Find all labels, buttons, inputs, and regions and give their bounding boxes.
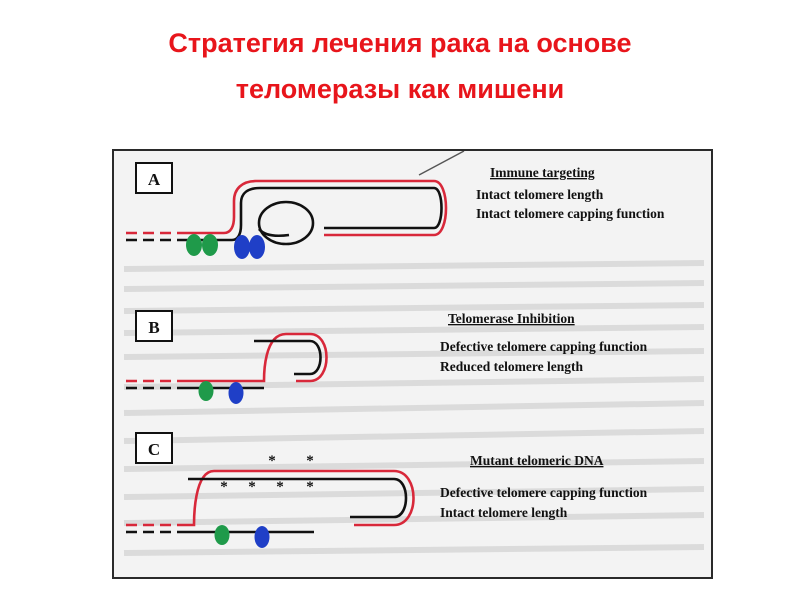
panel-c-label: C <box>135 432 173 464</box>
panel-a-proteins <box>186 234 265 259</box>
panel-c-heading: Mutant telomeric DNA <box>470 453 604 468</box>
panel-a-line-2: Intact telomere capping function <box>476 206 665 221</box>
mutation-marker: * <box>306 479 314 495</box>
mutation-marker: * <box>276 479 284 495</box>
panel-c-line-2: Intact telomere length <box>440 505 568 520</box>
mutation-marker: * <box>268 453 276 469</box>
panel-c-proteins <box>214 525 270 548</box>
shelterin-protein-blue <box>254 526 270 548</box>
slide-title-line-1: Стратегия лечения рака на основе <box>168 28 632 58</box>
mutation-marker: * <box>306 453 314 469</box>
panel-c-telomere <box>126 469 415 534</box>
panel-b-line-2: Reduced telomere length <box>440 359 583 374</box>
panel-b-heading: Telomerase Inhibition <box>448 311 575 326</box>
shelterin-protein-green <box>202 234 218 256</box>
panel-b-proteins <box>198 381 244 404</box>
panel-b-line-1: Defective telomere capping function <box>440 339 648 354</box>
panel-a-line-1: Intact telomere length <box>476 187 604 202</box>
shelterin-protein-blue <box>249 235 265 259</box>
figure-canvas: A B C <box>123 151 705 556</box>
svg-text:A: A <box>148 170 161 189</box>
panel-a-label: A <box>135 162 173 194</box>
panel-c-line-1: Defective telomere capping function <box>440 485 648 500</box>
shelterin-protein-green <box>186 234 202 256</box>
shelterin-protein-blue <box>228 382 244 404</box>
slide-title-line-2: теломеразы как мишени <box>235 74 565 104</box>
panel-a-telomere-loop <box>126 179 448 246</box>
background-texture <box>123 260 705 556</box>
mutation-marker: * <box>248 479 256 495</box>
panel-b-telomere <box>126 332 328 390</box>
pointer-line <box>418 151 465 176</box>
telomere-strategy-figure: A B C <box>112 149 713 579</box>
shelterin-protein-green <box>198 381 214 401</box>
panel-b-label: B <box>135 310 173 342</box>
mutation-marker: * <box>220 479 228 495</box>
panel-c-mutations: * * * * * * <box>220 453 314 495</box>
panel-a-heading: Immune targeting <box>490 165 595 180</box>
svg-text:B: B <box>148 318 159 337</box>
svg-text:C: C <box>148 440 160 459</box>
shelterin-protein-blue <box>234 235 250 259</box>
shelterin-protein-green <box>214 525 230 545</box>
